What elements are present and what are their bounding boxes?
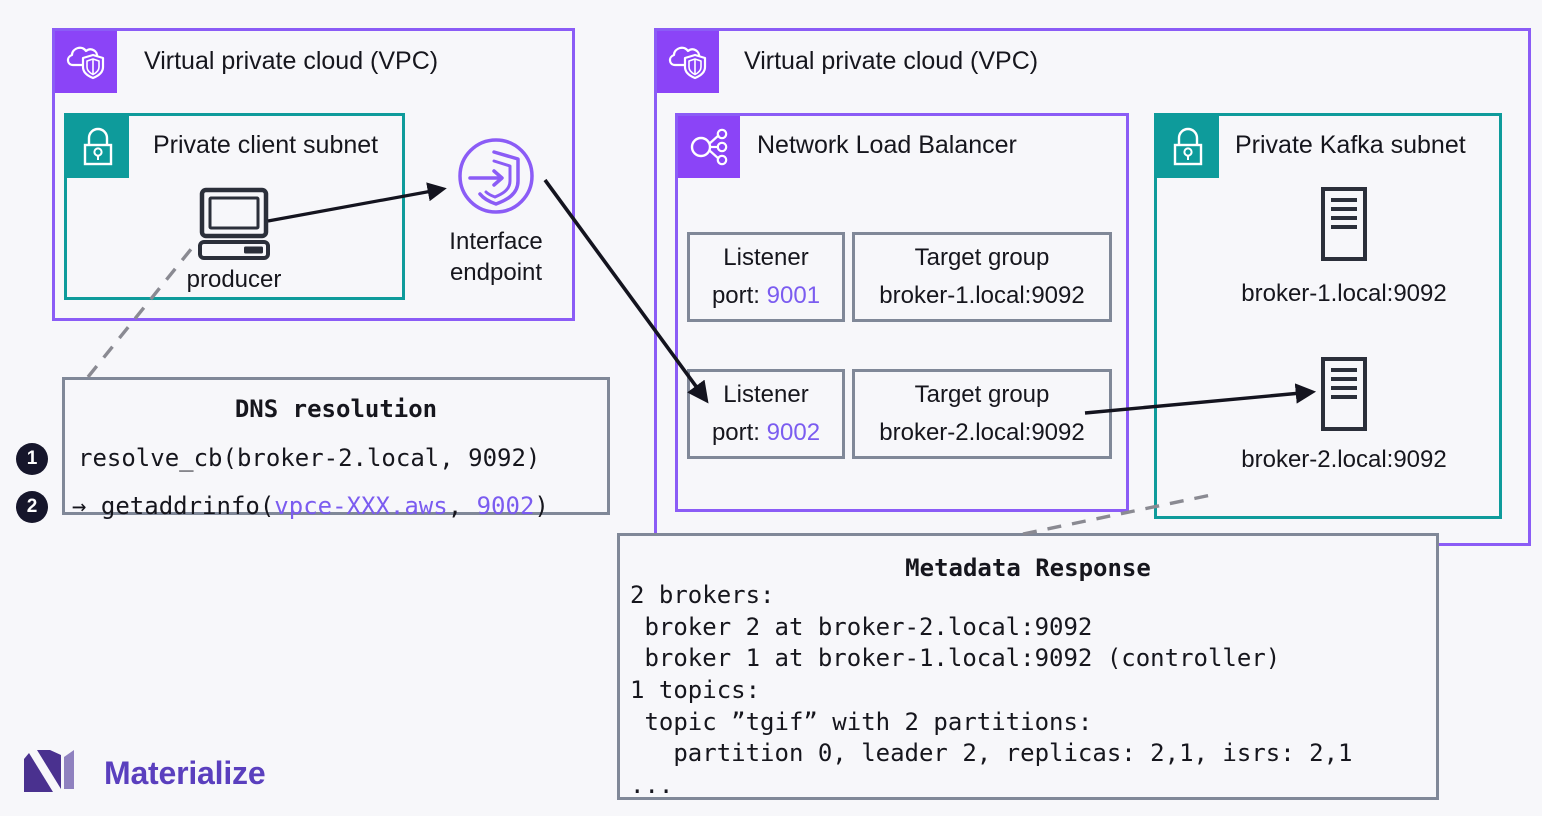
listener-port-value: 9002	[766, 419, 821, 446]
listener-port-prefix: port:	[711, 419, 767, 446]
listener-label: Listener	[723, 244, 809, 271]
metadata-line: broker 2 at broker-2.local:9092	[630, 612, 1093, 641]
dns-step-2-mid: ,	[447, 492, 477, 520]
client-vpc-title: Virtual private cloud (VPC)	[144, 47, 439, 75]
interface-endpoint-label-line2: endpoint	[449, 259, 543, 287]
listener-port: port: 9001	[712, 282, 820, 310]
target-group-value: broker-1.local:9092	[879, 282, 1085, 309]
interface-endpoint-label-line1: Interface	[449, 228, 543, 255]
broker-2-label: broker-2.local:9092	[1241, 446, 1447, 473]
listener-card-9002[interactable]: Listener port: 9002	[687, 369, 845, 459]
dns-step-2-prefix: → getaddrinfo(	[72, 492, 275, 520]
metadata-line: 1 topics:	[630, 676, 761, 705]
service-vpc-title: Virtual private cloud (VPC)	[744, 47, 1039, 75]
step-badge-2: 2	[16, 491, 48, 523]
client-vpc-box	[52, 28, 575, 321]
padlock-icon	[67, 116, 129, 178]
dns-resolution-box	[62, 377, 610, 515]
metadata-line: broker 1 at broker-1.local:9092 (control…	[630, 644, 1281, 673]
target-group-card-broker-2[interactable]: Target group broker-2.local:9092	[852, 369, 1112, 459]
dns-step-2-suffix: )	[534, 492, 549, 520]
interface-endpoint-icon	[456, 136, 536, 216]
producer-label: producer	[186, 266, 282, 293]
network-load-balancer-title: Network Load Balancer	[757, 131, 1017, 159]
network-load-balancer-icon	[678, 116, 740, 178]
dns-resolution-title: DNS resolution	[234, 395, 438, 423]
listener-port-value: 9001	[766, 282, 821, 309]
metadata-line: 2 brokers:	[630, 581, 775, 609]
target-group-label: Target group	[914, 381, 1050, 408]
listener-port-prefix: port:	[711, 282, 767, 309]
private-kafka-subnet-title: Private Kafka subnet	[1235, 131, 1466, 159]
metadata-response-box	[617, 533, 1439, 800]
materialize-logo-icon	[24, 745, 80, 797]
target-group-card-broker-1[interactable]: Target group broker-1.local:9092	[852, 232, 1112, 322]
target-group-label: Target group	[914, 244, 1050, 271]
vpc-cloud-shield-icon	[55, 31, 117, 93]
metadata-response-title: Metadata Response	[905, 554, 1151, 582]
listener-card-9001[interactable]: Listener port: 9001	[687, 232, 845, 322]
private-kafka-subnet-box	[1154, 113, 1502, 519]
target-group-value: broker-2.local:9092	[879, 419, 1085, 446]
server-icon	[1318, 186, 1370, 262]
private-client-subnet-title: Private client subnet	[153, 131, 379, 159]
vpc-cloud-shield-icon	[657, 31, 719, 93]
metadata-line: topic ”tgif” with 2 partitions:	[630, 707, 1093, 736]
listener-port: port: 9002	[712, 419, 820, 447]
desktop-computer-icon	[196, 186, 272, 262]
dns-step-2-text: → getaddrinfo(vpce-XXX.aws, 9002)	[72, 491, 549, 523]
interface-endpoint-label: Interface endpoint	[416, 226, 576, 288]
metadata-line: ...	[630, 771, 674, 800]
padlock-icon	[1157, 116, 1219, 178]
metadata-line: partition 0, leader 2, replicas: 2,1, is…	[630, 739, 1353, 768]
brand-name: Materialize	[104, 755, 266, 791]
listener-label: Listener	[723, 381, 809, 408]
step-badge-1: 1	[16, 443, 48, 475]
dns-step-1-text: resolve_cb(broker-2.local, 9092)	[78, 444, 541, 472]
dns-step-2-host: vpce-XXX.aws	[274, 492, 448, 520]
metadata-response-body: 2 brokers: broker 2 at broker-2.local:90…	[630, 580, 1430, 802]
dns-step-2-port: 9002	[476, 492, 535, 520]
broker-1-label: broker-1.local:9092	[1241, 280, 1447, 307]
server-icon	[1318, 356, 1370, 432]
